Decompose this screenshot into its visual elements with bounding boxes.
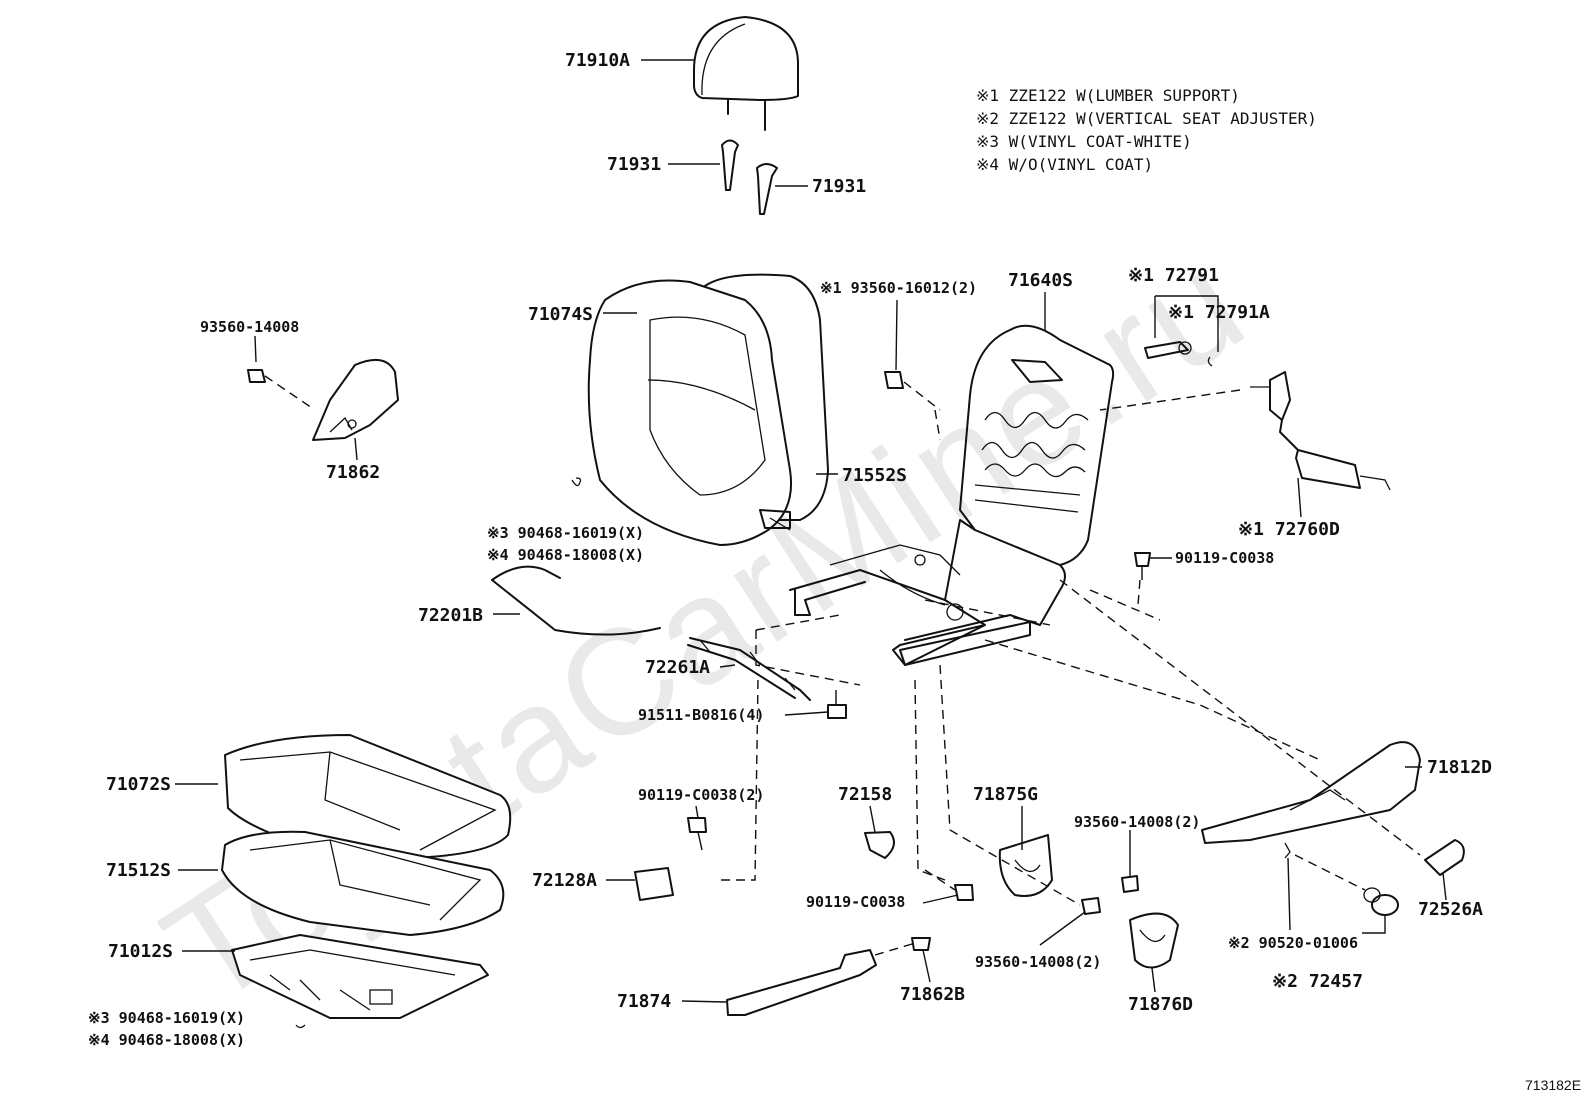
- label-93560-16012: ※1 93560-16012(2): [820, 279, 977, 297]
- label-90119-C0038-mid: 90119-C0038: [806, 893, 905, 911]
- seatback-drawing: [587, 273, 829, 546]
- note-2: ※2 ZZE122 W(VERTICAL SEAT ADJUSTER): [976, 109, 1317, 128]
- label-72261A: 72261A: [645, 657, 710, 678]
- label-93560-14008-left: 93560-14008: [200, 318, 299, 336]
- label-72526A: 72526A: [1418, 899, 1483, 920]
- label-90468-18008-lower: ※4 90468-18008(X): [88, 1031, 245, 1049]
- note-1: ※1 ZZE122 W(LUMBER SUPPORT): [976, 86, 1240, 105]
- label-72128A: 72128A: [532, 870, 597, 891]
- note-4: ※4 W/O(VINYL COAT): [976, 155, 1153, 174]
- label-71931-a: 71931: [607, 154, 661, 175]
- label-71812D: 71812D: [1427, 757, 1492, 778]
- leader-lines: [175, 59, 1447, 1003]
- label-71862B: 71862B: [900, 984, 965, 1005]
- label-93560-14008-2-lower: 93560-14008(2): [975, 953, 1101, 971]
- label-71512S: 71512S: [106, 860, 171, 881]
- notes-block: ※1 ZZE122 W(LUMBER SUPPORT) ※2 ZZE122 W(…: [976, 86, 1317, 174]
- label-71072S: 71072S: [106, 774, 171, 795]
- label-72457: ※2 72457: [1272, 971, 1363, 992]
- label-71074S: 71074S: [528, 304, 593, 325]
- label-72158: 72158: [838, 784, 892, 805]
- label-90119-C0038-right: 90119-C0038: [1175, 549, 1274, 567]
- part-labels: 71910A 71931 71931 93560-14008 71862 710…: [88, 50, 1492, 1049]
- label-71931-b: 71931: [812, 176, 866, 197]
- label-90468-18008-upper: ※4 90468-18008(X): [487, 546, 644, 564]
- headrest-drawing: [693, 16, 799, 131]
- label-72791A: ※1 72791A: [1168, 302, 1270, 323]
- label-71552S: 71552S: [842, 465, 907, 486]
- label-71876D: 71876D: [1128, 994, 1193, 1015]
- figure-id: 713182E: [1525, 1077, 1581, 1093]
- note-3: ※3 W(VINYL COAT-WHITE): [976, 132, 1192, 151]
- label-71862: 71862: [326, 462, 380, 483]
- seat-cushion-drawing: [221, 734, 512, 1029]
- side-cover-drawing: [247, 358, 399, 441]
- wire-parts-drawing: [491, 477, 811, 701]
- label-93560-14008-2-upper: 93560-14008(2): [1074, 813, 1200, 831]
- label-91511-B0816: 91511-B0816(4): [638, 706, 764, 724]
- label-71874: 71874: [617, 991, 671, 1012]
- label-72760D: ※1 72760D: [1238, 519, 1340, 540]
- label-90520-01006: ※2 90520-01006: [1228, 934, 1358, 952]
- lumbar-adjuster-drawing: [1099, 341, 1391, 491]
- label-90119-C0038-2: 90119-C0038(2): [638, 786, 764, 804]
- label-71012S: 71012S: [108, 941, 173, 962]
- seat-frame-drawing: [789, 324, 1115, 666]
- headrest-support-drawing: [721, 139, 778, 215]
- label-90468-16019-lower: ※3 90468-16019(X): [88, 1009, 245, 1027]
- label-72201B: 72201B: [418, 605, 483, 626]
- small-parts-drawing: [634, 371, 1465, 1016]
- label-72791: ※1 72791: [1128, 265, 1219, 286]
- label-71640S: 71640S: [1008, 270, 1073, 291]
- label-71875G: 71875G: [973, 784, 1038, 805]
- label-71910A: 71910A: [565, 50, 630, 71]
- label-90468-16019-upper: ※3 90468-16019(X): [487, 524, 644, 542]
